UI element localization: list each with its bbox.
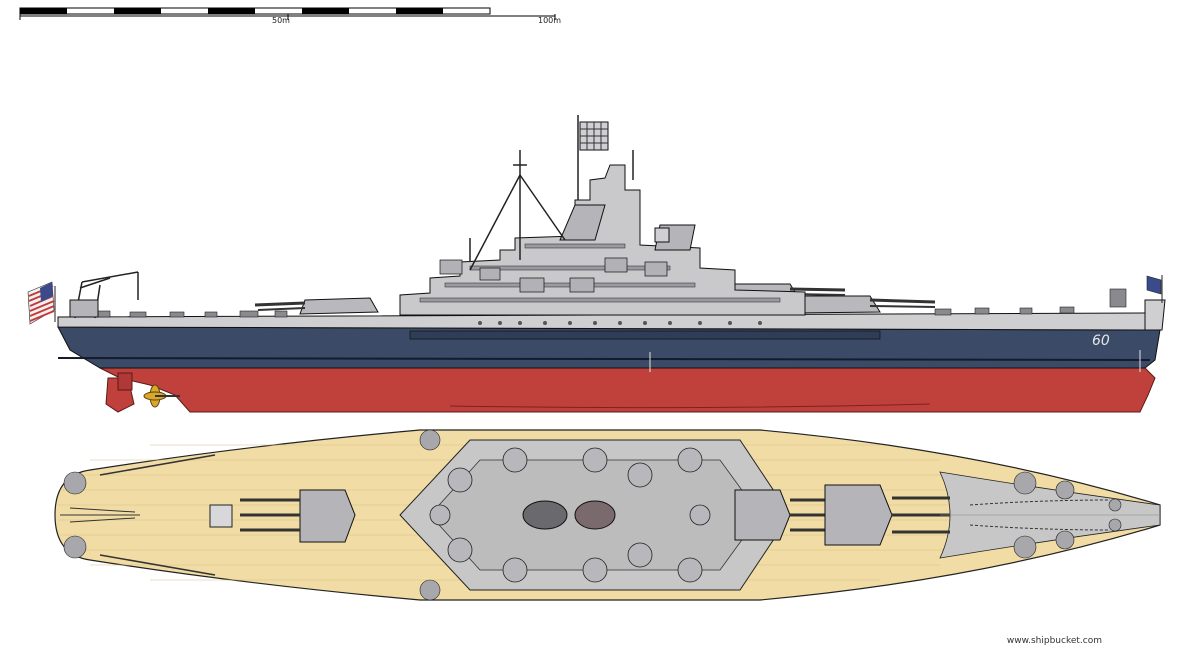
svg-text:60: 60 — [1092, 333, 1110, 349]
lower-hull — [99, 367, 1156, 413]
ship-top-plan — [54, 429, 1161, 601]
gun-turret-icon — [794, 295, 936, 314]
gun-turret-icon — [240, 489, 356, 543]
gun-turret-icon — [734, 489, 835, 541]
aa-mounts — [63, 429, 1122, 601]
us-flag-icon — [1146, 275, 1163, 303]
secondary-mounts — [429, 447, 711, 583]
crane-icon — [60, 507, 140, 523]
gun-turret-icon — [824, 484, 950, 546]
scale-bar — [19, 7, 556, 20]
radar-icon — [579, 121, 609, 151]
propeller-icon — [143, 384, 180, 408]
superstructure — [399, 164, 806, 316]
ship-side-profile: 60 — [27, 115, 1166, 413]
scale-label-100m: 100m — [538, 16, 562, 25]
portholes — [478, 321, 762, 325]
aft-rails — [99, 454, 216, 576]
anchor-chain-icon — [969, 499, 1111, 531]
gun-turret-icon — [254, 297, 379, 315]
credit-text: www.shipbucket.com — [1006, 636, 1102, 646]
masts — [469, 115, 634, 271]
scale-label-50m: 50m — [272, 16, 290, 25]
us-flag-icon — [27, 281, 56, 325]
